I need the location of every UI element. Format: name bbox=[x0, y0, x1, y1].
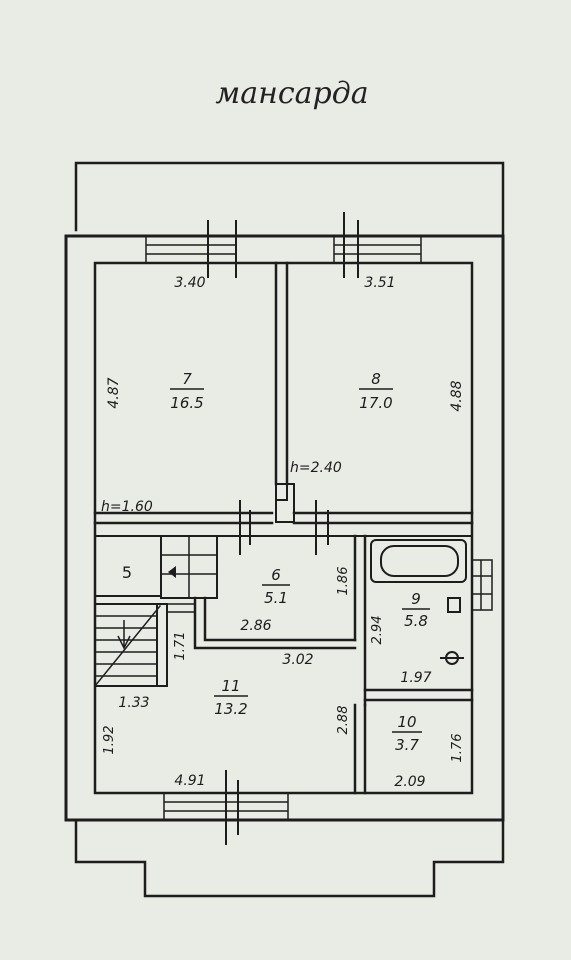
dim-4-88: 4.88 bbox=[449, 380, 465, 411]
dim-2-09: 2.09 bbox=[394, 774, 425, 790]
room-7-area: 16.5 bbox=[170, 394, 203, 412]
outer-wall-outer bbox=[64, 234, 505, 822]
room-11-area: 13.2 bbox=[214, 700, 247, 718]
room-6-number: 6 bbox=[271, 566, 281, 584]
stair-arrow-small-icon bbox=[168, 566, 176, 578]
windows bbox=[145, 212, 493, 845]
dim-3-51: 3.51 bbox=[364, 275, 395, 291]
dim-1-71: 1.71 bbox=[173, 632, 188, 661]
dim-1-33: 1.33 bbox=[118, 695, 149, 711]
room-labels: 7 16.5 8 17.0 6 5.1 9 5.8 10 3.7 11 13.2… bbox=[122, 370, 430, 754]
dim-4-91: 4.91 bbox=[174, 773, 205, 789]
plan-title: мансарда bbox=[215, 76, 368, 111]
dim-h-1-60: h=1.60 bbox=[101, 499, 153, 515]
dim-4-87: 4.87 bbox=[106, 377, 122, 408]
roof-outline-top bbox=[74, 161, 505, 238]
dim-2-88: 2.88 bbox=[336, 706, 351, 735]
stair-arrow-icon bbox=[117, 620, 131, 650]
dim-2-94: 2.94 bbox=[370, 616, 385, 645]
room-9-number: 9 bbox=[411, 590, 421, 608]
room-11-number: 11 bbox=[221, 677, 240, 695]
room-8-area: 17.0 bbox=[359, 394, 392, 412]
dim-1-92: 1.92 bbox=[102, 726, 117, 755]
bathroom-fixtures bbox=[370, 539, 467, 665]
room-10-area: 3.7 bbox=[395, 736, 419, 754]
dim-3-40: 3.40 bbox=[174, 275, 205, 291]
dim-2-86: 2.86 bbox=[240, 618, 271, 634]
room-6-area: 5.1 bbox=[264, 589, 288, 607]
room-7-number: 7 bbox=[182, 370, 192, 388]
room-9-area: 5.8 bbox=[404, 612, 428, 630]
dim-3-02: 3.02 bbox=[282, 652, 313, 668]
dim-1-76: 1.76 bbox=[450, 734, 465, 763]
room-5-number: 5 bbox=[122, 563, 132, 582]
dim-h-2-40: h=2.40 bbox=[290, 460, 342, 476]
dim-1-97: 1.97 bbox=[400, 670, 431, 686]
room-8-number: 8 bbox=[371, 370, 381, 388]
dim-1-86: 1.86 bbox=[336, 567, 351, 596]
roof-outline-bottom bbox=[74, 818, 505, 898]
dimension-labels: 3.40 3.51 4.87 4.88 h=2.40 h=1.60 1.86 2… bbox=[101, 275, 465, 790]
walls bbox=[64, 161, 505, 898]
room-10-number: 10 bbox=[397, 713, 416, 731]
